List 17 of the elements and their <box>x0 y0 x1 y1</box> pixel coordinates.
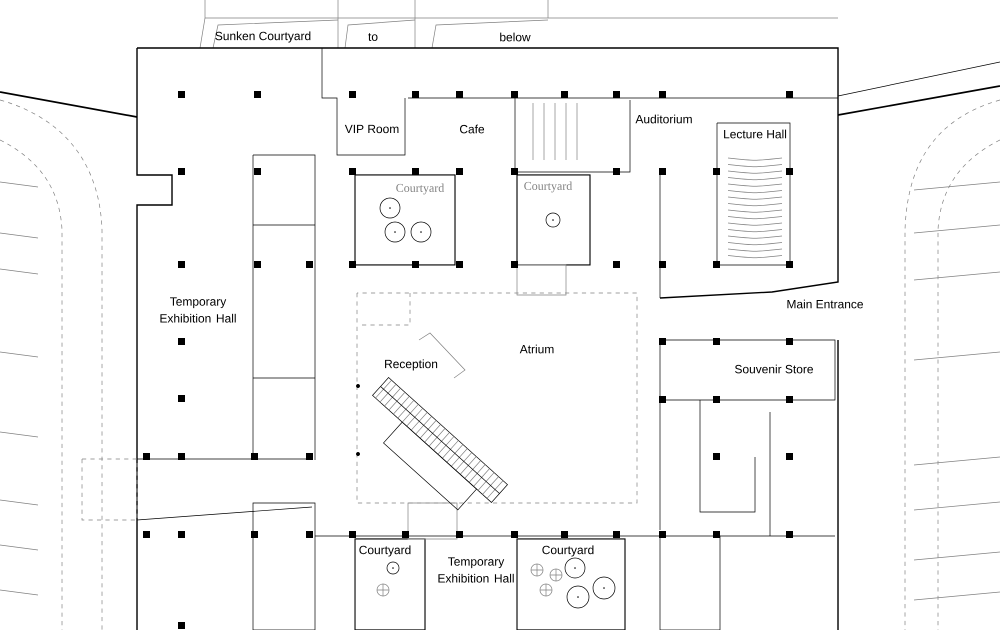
room-label: Main Entrance <box>787 300 863 308</box>
room-label: Reception <box>385 359 438 371</box>
room-label: Courtyard <box>396 184 444 194</box>
room-label: VIP Room <box>344 124 398 134</box>
room-label: Auditorium <box>635 114 692 124</box>
room-label: to <box>368 33 378 41</box>
room-label: Souvenir Store <box>735 364 813 374</box>
room-label: Lecture Hall <box>724 130 786 138</box>
room-label: Cafe <box>460 124 484 134</box>
room-label: Courtyard <box>524 182 572 192</box>
room-label: Courtyard <box>359 545 410 557</box>
room-label: Atrium <box>520 344 554 354</box>
room-label: below <box>500 32 531 42</box>
room-label: Temporary Exhibition Hall <box>438 557 514 583</box>
room-label: Sunken Courtyard <box>215 31 310 43</box>
room-label: Temporary Exhibition Hall <box>160 297 236 323</box>
room-label: Courtyard <box>542 545 594 557</box>
